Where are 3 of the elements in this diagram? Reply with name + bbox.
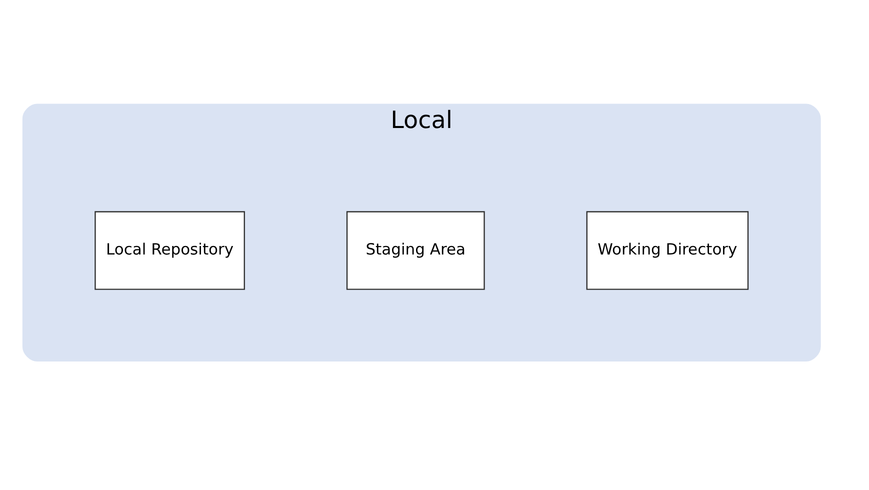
node-box: Local Repository (94, 210, 245, 290)
node-box: Staging Area (346, 210, 485, 290)
node-box: Working Directory (586, 210, 749, 290)
